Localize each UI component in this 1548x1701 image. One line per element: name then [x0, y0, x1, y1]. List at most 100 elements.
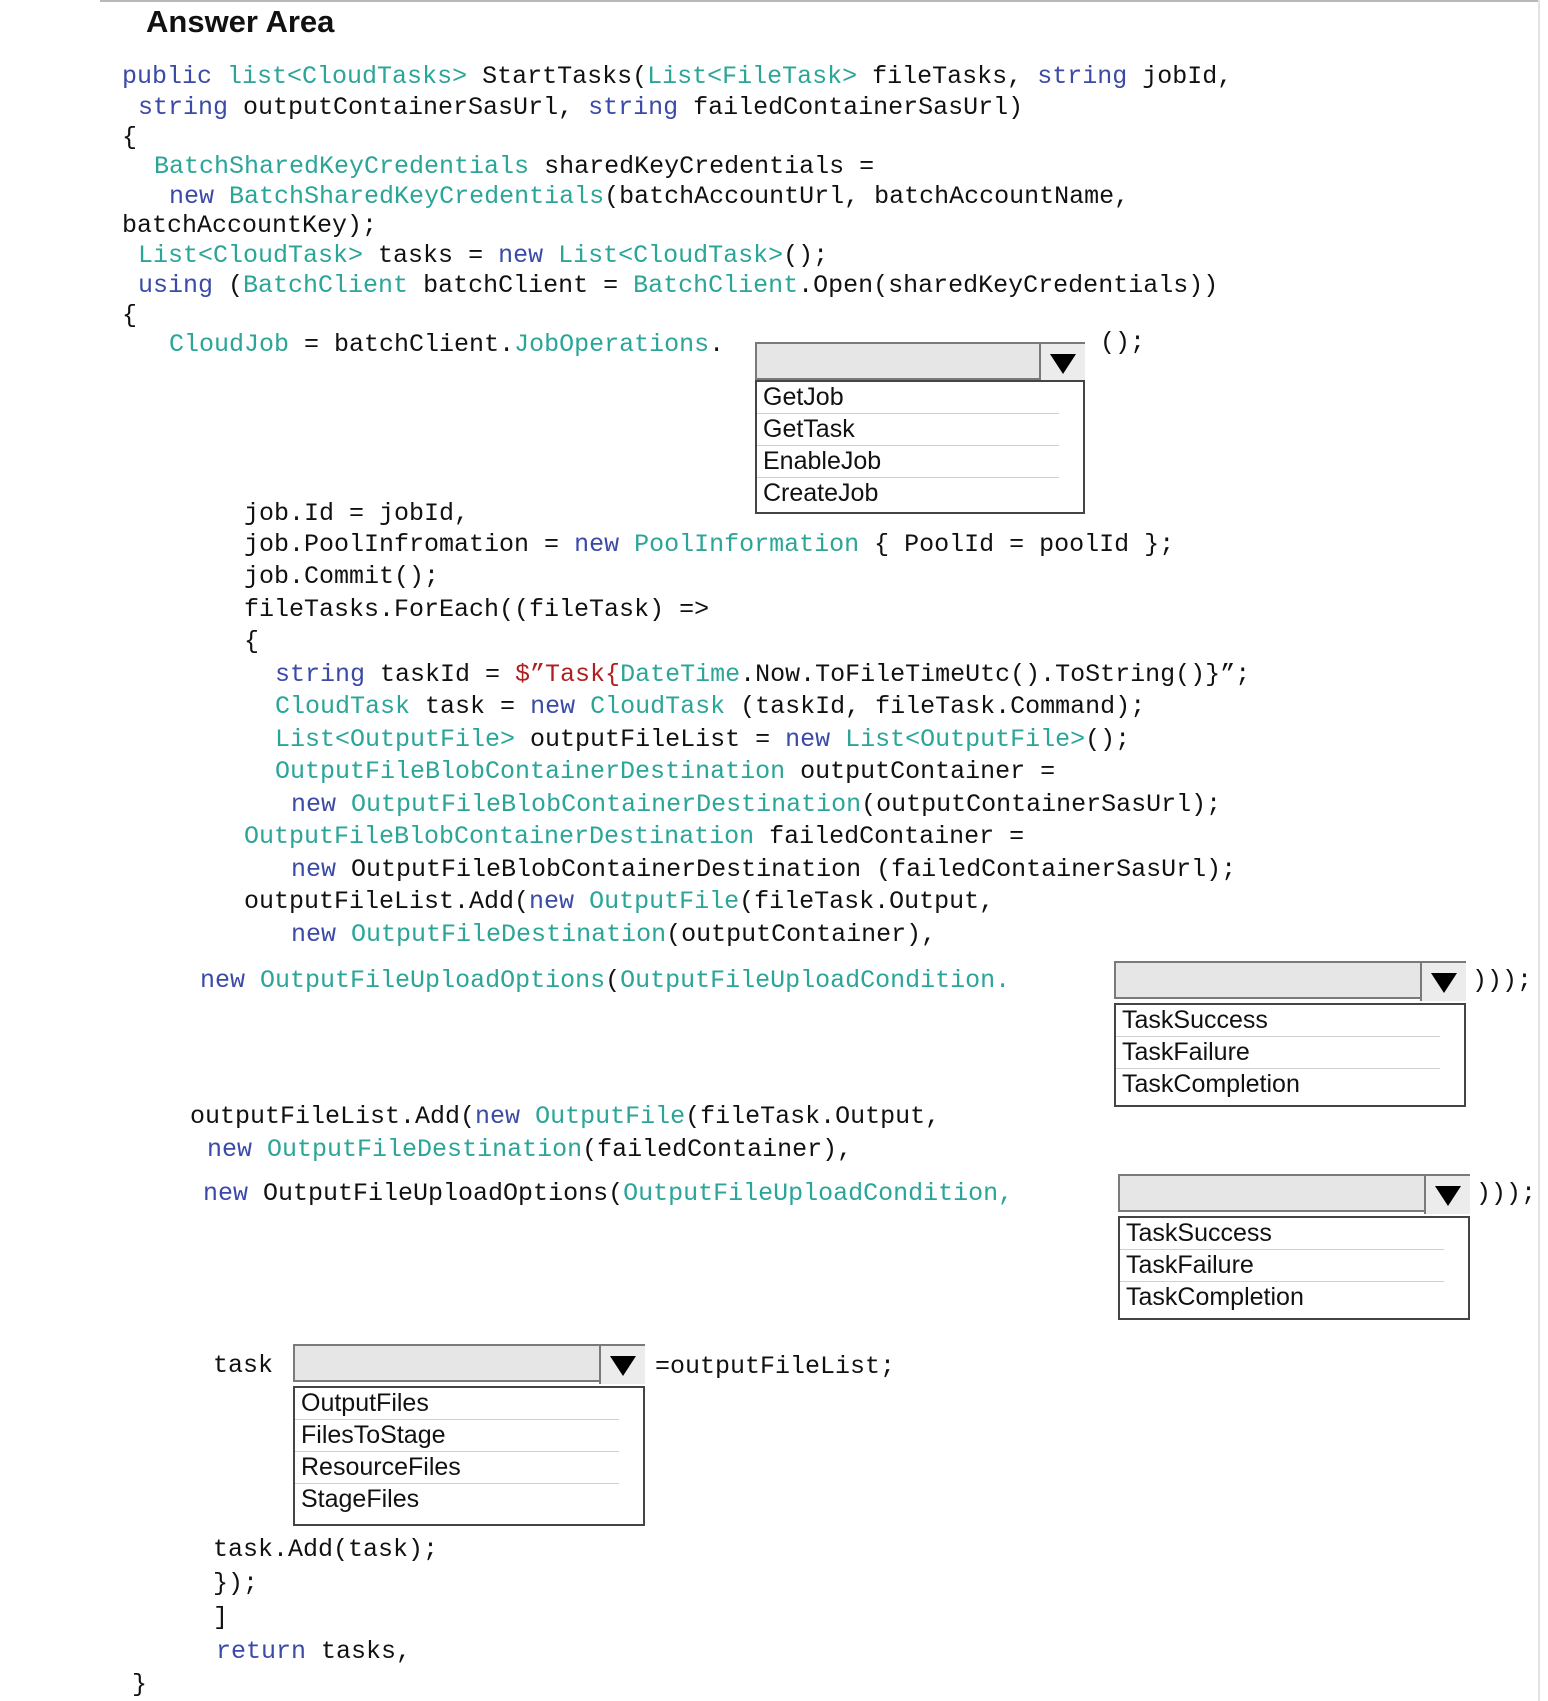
code-token: OutputFileUploadCondition.	[620, 966, 1011, 995]
option-get-task[interactable]: GetTask	[757, 414, 1059, 446]
code-token: { PoolId = poolId };	[859, 530, 1175, 559]
code-token	[252, 1135, 267, 1164]
code-token: public	[122, 62, 213, 91]
code-line-10-tail: ();	[1100, 328, 1145, 358]
code-token: new	[530, 692, 576, 721]
code-token: BatchSharedKeyCredentials	[154, 152, 530, 181]
code-token: outputContainerSasUrl,	[228, 93, 589, 122]
dropdown-toggle-button[interactable]	[1424, 1176, 1470, 1214]
code-token	[245, 966, 260, 995]
code-token: (batchAccountUrl, batchAccountName,	[604, 182, 1130, 211]
chevron-down-icon	[1435, 1186, 1461, 1206]
code-token: list<CloudTasks>	[227, 62, 468, 91]
code-line-21: OutputFileBlobContainerDestination faile…	[244, 822, 1024, 852]
code-token: (failedContainer),	[582, 1135, 853, 1164]
code-line-25: new OutputFileUploadOptions(OutputFileUp…	[200, 966, 1010, 996]
chevron-down-icon	[1431, 973, 1457, 993]
option-enable-job[interactable]: EnableJob	[757, 446, 1059, 478]
code-token: OutputFileUploadOptions	[260, 966, 606, 995]
code-line-9: {	[122, 301, 137, 331]
code-token: new	[498, 241, 544, 270]
option-task-success[interactable]: TaskSuccess	[1120, 1218, 1444, 1250]
code-token: BatchSharedKeyCredentials	[229, 182, 605, 211]
upload-condition-output-dropdown[interactable]: TaskSuccess TaskFailure TaskCompletion	[1114, 961, 1466, 1109]
option-task-failure[interactable]: TaskFailure	[1120, 1250, 1444, 1282]
code-line-17: CloudTask task = new CloudTask (taskId, …	[275, 692, 1145, 722]
code-token: (fileTask.Output,	[739, 887, 995, 916]
code-line-18: List<OutputFile> outputFileList = new Li…	[275, 725, 1130, 755]
code-line-20: new OutputFileBlobContainerDestination(o…	[291, 790, 1221, 820]
code-token: OutputFileDestination	[267, 1135, 583, 1164]
code-token: outputFileList.Add(	[190, 1102, 476, 1131]
dropdown-toggle-button[interactable]	[599, 1346, 645, 1384]
code-token: new	[529, 887, 575, 916]
code-token	[830, 725, 845, 754]
option-task-failure[interactable]: TaskFailure	[1116, 1037, 1440, 1069]
code-token: outputFileList.Add(	[244, 887, 530, 916]
code-token: OutputFileDestination	[351, 920, 667, 949]
chevron-down-icon	[1050, 354, 1076, 374]
task-property-dropdown[interactable]: OutputFiles FilesToStage ResourceFiles S…	[293, 1344, 645, 1526]
code-token: batchAccountKey);	[122, 211, 378, 240]
upload-condition-failed-select[interactable]	[1118, 1174, 1470, 1214]
code-token: ();	[1100, 328, 1146, 357]
code-line-29: task	[213, 1351, 273, 1381]
code-line-3: {	[122, 123, 137, 153]
code-token	[214, 182, 229, 211]
code-token: {	[122, 123, 138, 152]
top-divider	[100, 0, 1540, 2]
code-token: .	[709, 330, 725, 359]
dropdown-toggle-button[interactable]	[1420, 963, 1466, 1001]
code-token: JobOperations	[514, 330, 710, 359]
code-token: using	[138, 271, 214, 300]
job-operation-dropdown[interactable]: GetJob GetTask EnableJob CreateJob	[755, 342, 1085, 514]
option-task-completion[interactable]: TaskCompletion	[1122, 1070, 1300, 1098]
option-output-files[interactable]: OutputFiles	[295, 1388, 619, 1420]
code-token	[575, 692, 590, 721]
upload-condition-failed-dropdown[interactable]: TaskSuccess TaskFailure TaskCompletion	[1118, 1174, 1470, 1322]
code-token: (outputContainerSasUrl);	[861, 790, 1222, 819]
code-token: ]	[213, 1603, 229, 1632]
chevron-down-icon	[610, 1356, 636, 1376]
option-resource-files[interactable]: ResourceFiles	[295, 1452, 619, 1484]
code-line-2: string outputContainerSasUrl, string fai…	[138, 93, 1023, 123]
option-get-job[interactable]: GetJob	[757, 382, 1059, 414]
code-token: job.PoolInfromation =	[244, 530, 575, 559]
upload-condition-output-select[interactable]	[1114, 961, 1466, 1001]
code-token: (fileTask.Output,	[685, 1102, 941, 1131]
right-divider	[1538, 0, 1540, 1701]
code-token: new	[475, 1102, 521, 1131]
code-token: return	[216, 1637, 307, 1666]
option-create-job[interactable]: CreateJob	[763, 479, 879, 507]
code-token: outputContainer =	[785, 757, 1056, 786]
code-line-23: outputFileList.Add(new OutputFile(fileTa…	[244, 887, 994, 917]
option-task-completion[interactable]: TaskCompletion	[1126, 1283, 1304, 1311]
code-token: )));	[1476, 1179, 1537, 1208]
option-task-success[interactable]: TaskSuccess	[1116, 1005, 1440, 1037]
page-title: Answer Area	[146, 4, 335, 39]
code-token: string	[138, 93, 229, 122]
code-token: new	[291, 790, 337, 819]
code-token	[520, 1102, 535, 1131]
code-line-28-tail: )));	[1476, 1179, 1536, 1209]
code-token	[574, 887, 589, 916]
code-token: {	[244, 627, 260, 656]
code-token: List<CloudTask>	[138, 241, 364, 270]
code-token: failedContainer =	[754, 822, 1025, 851]
option-files-to-stage[interactable]: FilesToStage	[295, 1420, 619, 1452]
code-line-4: BatchSharedKeyCredentials sharedKeyCrede…	[154, 152, 874, 182]
code-token: failedContainerSasUrl)	[678, 93, 1024, 122]
dropdown-toggle-button[interactable]	[1039, 344, 1085, 382]
code-line-34: }	[132, 1670, 147, 1700]
code-line-7: List<CloudTask> tasks = new List<CloudTa…	[138, 241, 828, 271]
job-operation-select[interactable]	[755, 342, 1085, 382]
code-token: new	[203, 1179, 249, 1208]
code-line-33: return tasks,	[216, 1637, 411, 1667]
code-token: batchClient =	[408, 271, 634, 300]
code-token: BatchClient	[633, 271, 799, 300]
code-token: OutputFileBlobContainerDestination (fail…	[336, 855, 1237, 884]
option-stage-files[interactable]: StageFiles	[301, 1485, 420, 1513]
code-token: CloudTask	[275, 692, 411, 721]
task-property-select[interactable]	[293, 1344, 645, 1384]
